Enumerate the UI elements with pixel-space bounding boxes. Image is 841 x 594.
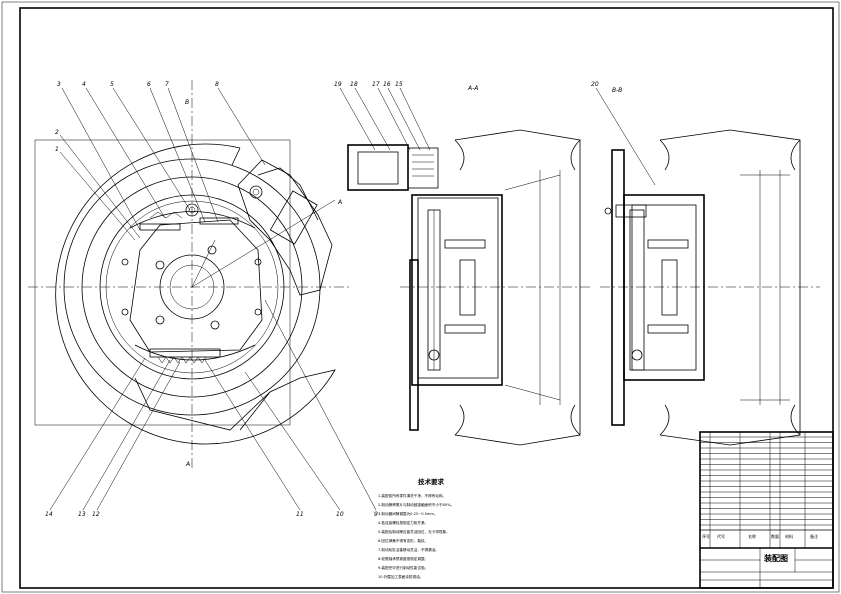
tech-req-title: 技术要求 [418, 477, 445, 486]
bom-header-name: 名称 [748, 533, 756, 539]
bom-header-index: 序号 [702, 533, 710, 539]
tech-req-item: 1.装配前所有零件清洗干净，不得有毛刺。 [378, 493, 446, 498]
callout-16: 16 [383, 81, 391, 88]
callout-8: 8 [215, 81, 219, 88]
callout-9: 9 [374, 511, 378, 518]
callout-11: 11 [296, 511, 304, 518]
bom-header-material: 材料 [785, 533, 793, 539]
callout-4: 4 [82, 81, 86, 88]
callout-7: 7 [165, 81, 169, 88]
tech-req-item: 3.制动器间隙调整为0.25~0.5mm。 [378, 511, 438, 516]
tech-req-item: 5.装配后制动蹄应能灵活回位，无卡滞现象。 [378, 529, 450, 534]
bom-header-remark: 备注 [810, 533, 818, 539]
technical-requirements: 技术要求 1.装配前所有零件清洗干净，不得有毛刺。 2.制动蹄摩擦片与制动鼓接触… [378, 477, 454, 579]
bom-header-qty: 数量 [771, 533, 779, 539]
callout-6: 6 [147, 81, 151, 88]
callout-20: 20 [591, 81, 599, 88]
bom-rows [700, 436, 833, 526]
cut-marker-b: B [185, 99, 189, 106]
tech-req-item: 6.回位弹簧不得有变形、裂纹。 [378, 538, 428, 543]
bom-header-code: 代号 [717, 533, 725, 539]
callout-labels: 3 4 5 6 7 8 2 1 14 13 12 11 10 9 19 18 1… [45, 81, 599, 518]
callout-15: 15 [395, 81, 403, 88]
callout-10: 10 [336, 511, 344, 518]
tech-req-item: 9.装配完毕进行制动性能试验。 [378, 565, 428, 570]
tech-req-item: 7.制动轮缸活塞移动灵活，不得漏油。 [378, 547, 439, 552]
front-view [28, 80, 350, 470]
tech-req-item: 4.各连接螺栓按规定力矩拧紧。 [378, 520, 428, 525]
callout-5: 5 [110, 81, 114, 88]
tech-req-item: 2.制动蹄摩擦片与制动鼓接触面积不小于80%。 [378, 502, 454, 507]
callout-3: 3 [57, 81, 61, 88]
callout-18: 18 [350, 81, 358, 88]
tech-req-item: 8.轮毂轴承预紧度按规定调整。 [378, 556, 428, 561]
callout-13: 13 [78, 511, 86, 518]
section-a-a: A-A [347, 85, 590, 446]
tech-req-item: 10.外露加工表面涂防锈油。 [378, 574, 423, 579]
callout-19: 19 [334, 81, 342, 88]
callout-14: 14 [45, 511, 53, 518]
callout-12: 12 [92, 511, 100, 518]
callout-17: 17 [372, 81, 380, 88]
sheet-inner-border [19, 7, 834, 589]
callout-1: 1 [55, 146, 59, 153]
title-block-drawing-name: 装配图 [763, 553, 788, 563]
cut-marker-a-bottom: A [185, 461, 190, 468]
leader-lines [49, 87, 656, 511]
callout-2: 2 [55, 129, 59, 136]
cut-marker-a-right: A [337, 199, 342, 206]
bill-of-materials: 序号 代号 名称 数量 材料 备注 装配图 [699, 431, 834, 589]
section-a-a-label: A-A [467, 85, 478, 92]
section-b-b: B-B [600, 87, 820, 446]
section-b-b-label: B-B [612, 87, 622, 94]
